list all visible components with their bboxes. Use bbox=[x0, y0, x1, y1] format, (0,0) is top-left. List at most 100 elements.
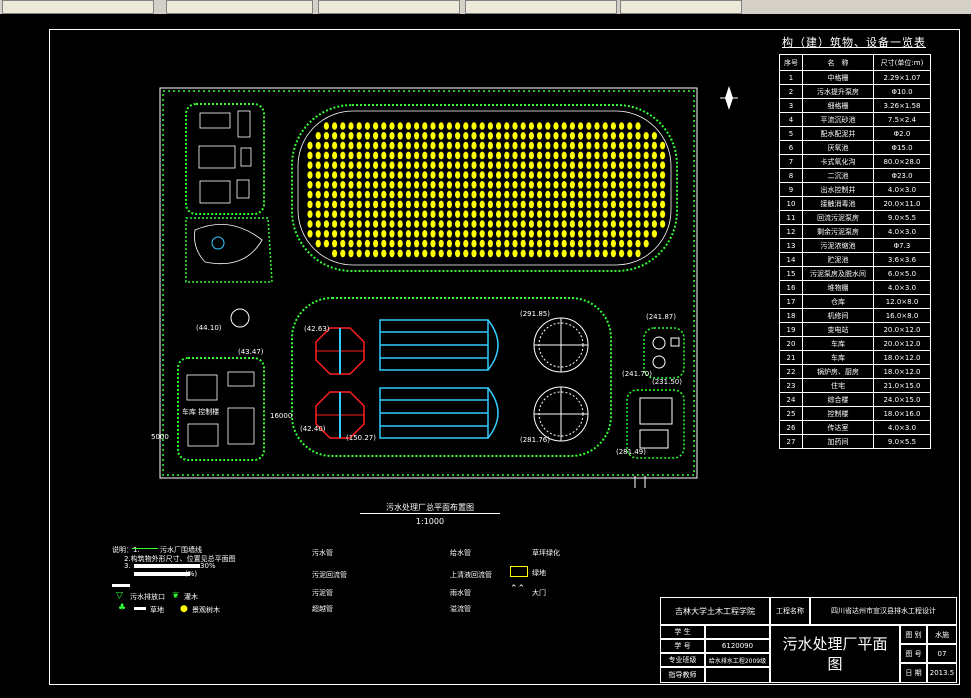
tab-3[interactable] bbox=[318, 0, 460, 14]
aerator-mark bbox=[496, 122, 502, 130]
aerator-mark bbox=[405, 249, 411, 258]
aerator-mark bbox=[643, 141, 649, 150]
aerator-mark bbox=[537, 249, 543, 258]
aerator-mark bbox=[381, 151, 387, 160]
aerator-mark bbox=[364, 141, 370, 150]
aerator-mark bbox=[627, 151, 633, 160]
aerator-mark bbox=[512, 210, 518, 218]
aerator-mark bbox=[545, 132, 551, 140]
legend-note: 说明：1. bbox=[112, 546, 140, 554]
aerator-mark bbox=[627, 190, 633, 199]
aerator-mark bbox=[438, 122, 444, 130]
secondary-clarifier-1 bbox=[533, 317, 589, 373]
tab-1[interactable] bbox=[2, 0, 154, 14]
student-value bbox=[705, 625, 770, 639]
aerator-mark bbox=[512, 181, 518, 189]
aerator-mark bbox=[528, 181, 535, 189]
aerator-mark bbox=[463, 230, 469, 238]
aerator-mark bbox=[504, 171, 510, 179]
aerator-mark bbox=[364, 151, 370, 160]
elev-label: (281.76) bbox=[520, 436, 550, 444]
aerator-mark bbox=[504, 161, 510, 169]
aerator-mark bbox=[414, 161, 420, 169]
aerator-mark bbox=[578, 210, 584, 218]
aerator-mark bbox=[553, 239, 559, 248]
aerator-mark bbox=[307, 151, 313, 160]
tab-2[interactable] bbox=[166, 0, 313, 14]
aerator-mark bbox=[479, 161, 485, 169]
aerator-mark bbox=[307, 230, 313, 238]
aerator-mark bbox=[537, 220, 543, 228]
aerator-mark bbox=[315, 190, 321, 199]
aerator-mark bbox=[463, 190, 469, 199]
aerator-mark bbox=[619, 161, 625, 169]
aerator-mark bbox=[414, 249, 420, 258]
table-cell: 污泥浓缩池 bbox=[802, 238, 874, 253]
aerator-mark bbox=[463, 239, 469, 248]
aerator-mark bbox=[578, 122, 584, 130]
aerator-mark bbox=[479, 181, 485, 189]
aerator-mark bbox=[635, 190, 641, 199]
project-name: 四川省达州市宣汉县排水工程设计 bbox=[810, 597, 957, 625]
aerator-mark bbox=[364, 132, 370, 140]
aerator-mark bbox=[528, 200, 535, 209]
aerator-mark bbox=[471, 181, 477, 189]
aerator-mark bbox=[405, 210, 411, 218]
aerator-mark bbox=[586, 122, 592, 130]
aerator-mark bbox=[381, 200, 387, 209]
aerator-mark bbox=[422, 181, 428, 189]
aerator-mark bbox=[414, 122, 420, 130]
aerator-mark bbox=[537, 210, 543, 218]
table-cell: 3.26×1.58 bbox=[873, 98, 931, 113]
aerator-mark bbox=[528, 151, 535, 160]
elev-label: (231.50) bbox=[652, 378, 682, 386]
table-cell: 14 bbox=[779, 252, 803, 267]
table-cell: 4.0×3.0 bbox=[873, 280, 931, 295]
aerator-mark bbox=[381, 230, 387, 238]
table-cell: 车库 bbox=[802, 336, 874, 351]
tab-4[interactable] bbox=[465, 0, 617, 14]
aerator-mark bbox=[635, 230, 641, 238]
aerator-mark bbox=[627, 161, 633, 169]
aerator-mark bbox=[487, 151, 493, 160]
table-cell: 18 bbox=[779, 308, 803, 323]
legend-note: 3. bbox=[124, 562, 131, 570]
aerator-mark bbox=[512, 190, 518, 199]
aerator-mark bbox=[455, 220, 461, 228]
aerator-mark bbox=[332, 122, 338, 130]
aerator-mark bbox=[471, 122, 477, 130]
tab-5[interactable] bbox=[620, 0, 742, 14]
table-cell: 12.0×8.0 bbox=[873, 294, 931, 309]
table-cell: 12 bbox=[779, 224, 803, 239]
aerator-mark bbox=[446, 190, 452, 199]
aerator-mark bbox=[496, 210, 502, 218]
aerator-mark bbox=[463, 171, 469, 179]
aerator-mark bbox=[586, 220, 592, 228]
shrub-icon: ❦ bbox=[172, 591, 180, 601]
table-cell: 污水提升泵房 bbox=[802, 84, 874, 99]
aerator-mark bbox=[561, 190, 567, 199]
aerator-mark bbox=[578, 141, 584, 150]
aerator-mark bbox=[373, 161, 379, 169]
aerator-mark bbox=[651, 151, 658, 160]
legend-item: 污泥回流管 bbox=[312, 571, 347, 579]
drawing-title: 污水处理厂平面图 bbox=[770, 625, 900, 683]
anaerobic-tank-2 bbox=[315, 391, 365, 439]
aerator-mark bbox=[553, 190, 559, 199]
aerator-mark bbox=[471, 210, 477, 218]
table-cell: 24.0×15.0 bbox=[873, 392, 931, 407]
aerator-mark bbox=[528, 210, 535, 218]
aerator-mark bbox=[569, 181, 576, 189]
aerator-mark bbox=[496, 230, 502, 238]
north-arrow-icon bbox=[720, 86, 738, 110]
aerator-mark bbox=[381, 141, 387, 150]
